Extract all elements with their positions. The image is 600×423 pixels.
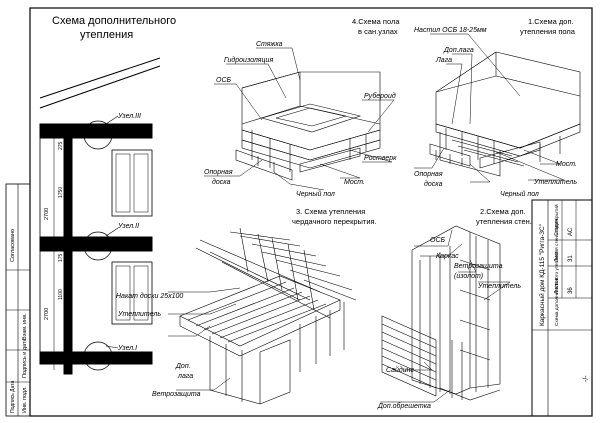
stamp-sheet-code: -/- xyxy=(583,375,590,382)
stamp-sheets-hdr: Листов xyxy=(554,277,560,294)
dim-d2: 2700 xyxy=(44,308,50,320)
title-block xyxy=(531,199,593,417)
label-dop-laga2: Доп. xyxy=(175,363,191,370)
stamp-podpis: Подпись и дата xyxy=(22,338,28,378)
label-uteplitel-wall: Утеплитель xyxy=(477,283,521,290)
label-gidro: Гидроизоляция xyxy=(224,56,273,64)
house-dimensions: 2700 2700 1750 1100 275 175 975 xyxy=(44,141,64,360)
label-most-l: Мост. xyxy=(344,179,365,186)
scheme2-drawing xyxy=(381,225,501,401)
scheme2-title-line2: утепления стен. xyxy=(476,217,532,226)
dim-d7: 975 xyxy=(58,351,64,360)
label-dop-laga2b: лага xyxy=(177,373,193,380)
label-uteplitel-roof: Утеплитель xyxy=(117,311,161,318)
scheme4-title-line1: 4.Схема пола xyxy=(352,17,400,26)
label-osb-wall: ОСБ xyxy=(430,237,446,244)
scheme3-title-line1: 3. Схема утепления xyxy=(296,207,365,216)
label-opornaya-r: Опорная xyxy=(414,171,443,178)
label-izolot: (изолот) xyxy=(454,273,483,280)
label-dop-obreshetka: Доп.обрешетка xyxy=(377,402,431,410)
dim-d6: 175 xyxy=(58,253,64,262)
stamp-inv: Инв. подл. xyxy=(22,386,28,413)
label-cherny-pol-r: Черный пол xyxy=(500,190,539,198)
scheme1-title-line1: 1.Схема доп. xyxy=(528,17,574,26)
house-section xyxy=(39,57,161,375)
stamp-vzam: Взам. инв. xyxy=(22,313,28,340)
scheme3-title-line2: чердачного перекрытия. xyxy=(292,217,377,226)
label-uzel1: Узел.I xyxy=(117,345,137,352)
stamp-sheet-title: Схема дополнительного утепления стен и п… xyxy=(553,204,560,326)
label-dop-laga: Доп.лага xyxy=(443,47,474,54)
label-opornaya-r2: доска xyxy=(424,180,443,188)
label-sayding: Сайдинг xyxy=(386,366,415,374)
scheme2-title-line1: 2.Схема доп. xyxy=(480,207,526,216)
stamp-project: Каркасный дом КД-115 "Ригга-3С" xyxy=(538,223,546,326)
stamp-stage: АС xyxy=(568,227,574,236)
label-most-r: Мост. xyxy=(556,161,577,168)
label-vetrozashita-wall: Ветрозащита xyxy=(454,263,503,270)
main-title-line1: Схема дополнительного xyxy=(52,15,176,27)
label-vetrozashita-roof: Ветрозащита xyxy=(152,391,201,398)
dim-d1: 2700 xyxy=(44,208,50,220)
scheme1-drawing xyxy=(429,51,581,177)
dim-d5: 275 xyxy=(58,141,64,150)
stamp-soglasovano: Согласовано xyxy=(10,229,16,262)
stamp-sheet: 31 xyxy=(568,255,574,262)
scheme1-title-line2: утепления пола xyxy=(520,27,576,36)
main-title-line2: утепления xyxy=(80,29,133,41)
label-uzel2: Узел.II xyxy=(117,223,139,230)
dim-d4: 1100 xyxy=(58,289,64,300)
label-opornaya-l2: доска xyxy=(212,178,231,186)
dim-d3: 1750 xyxy=(58,187,64,198)
label-cherny-pol-l: Черный пол xyxy=(296,190,335,198)
label-rostverk: Ростверк xyxy=(364,155,397,162)
stamp-sheets: 36 xyxy=(568,287,574,294)
label-karkas: Каркас xyxy=(436,253,459,260)
label-nakat: Накат доски 25х100 xyxy=(116,292,183,300)
scheme3-drawing xyxy=(179,227,357,405)
left-stamp: Согласовано Взам. инв. Подпись и дата Ин… xyxy=(5,183,31,417)
label-uzel3: Узел.III xyxy=(117,113,141,120)
label-uteplitel-r: Утеплитель xyxy=(533,179,577,186)
leader-lines xyxy=(168,33,565,403)
label-styazhka: Стяжка xyxy=(256,41,283,48)
label-ruberoid: Рубероид xyxy=(364,92,396,100)
stamp-podpis2: Подпись Дата xyxy=(10,381,16,413)
stamp-sheet-hdr: Лист xyxy=(554,250,560,262)
scheme4-title-line2: в сан.узлах xyxy=(358,27,398,36)
label-osb-floor: ОСБ xyxy=(216,77,232,84)
stamp-stage-hdr: Стадия xyxy=(554,219,560,236)
label-nastil: Настил ОСБ 18-25мм xyxy=(414,27,487,34)
label-opornaya-l: Опорная xyxy=(204,169,233,176)
scheme4-drawing xyxy=(235,71,381,181)
label-laga: Лага xyxy=(435,57,452,64)
